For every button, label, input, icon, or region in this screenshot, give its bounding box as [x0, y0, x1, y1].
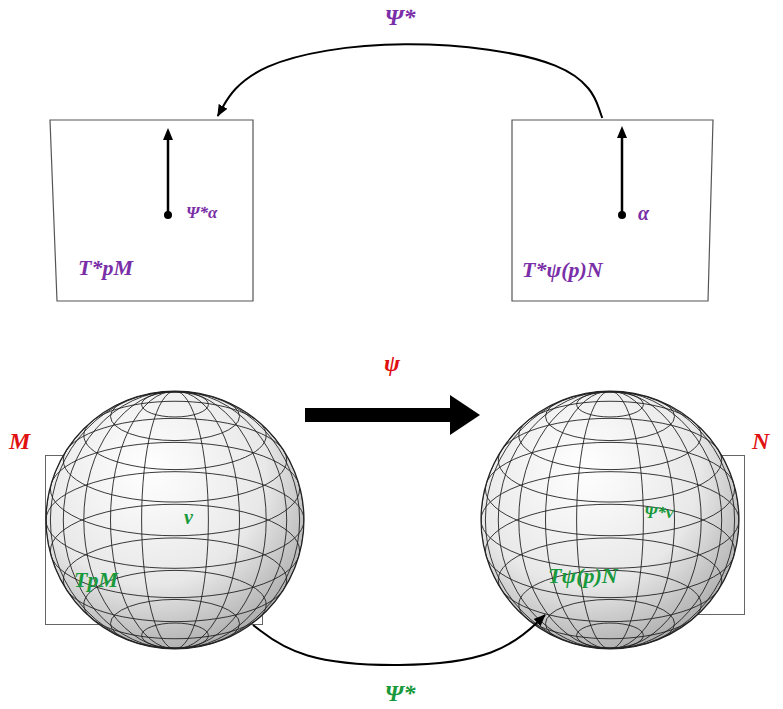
vector-head	[163, 128, 173, 140]
base-point	[618, 211, 626, 219]
space-label: TpM	[74, 568, 118, 592]
vector-label: Ψ*v	[644, 504, 674, 523]
vector-shaft	[167, 138, 170, 215]
vector-shaft	[621, 136, 624, 215]
vector-label: α	[638, 202, 649, 224]
map-label: Ψ*	[382, 4, 417, 30]
cotangent-plane: αT*ψ(p)N	[510, 118, 715, 303]
plane-outline	[50, 120, 253, 301]
map-label: Ψ*	[382, 680, 417, 706]
space-label: Tψ(p)N	[548, 564, 618, 588]
vector-label: v	[184, 506, 193, 528]
sphere-grid	[481, 391, 739, 649]
sphere-body	[46, 391, 304, 649]
manifold-sphere: vTpMM	[45, 390, 305, 650]
vector-head	[617, 126, 627, 138]
map-arrow	[305, 408, 450, 422]
sphere-figure	[480, 390, 740, 650]
map-label: ψ	[382, 350, 402, 376]
space-label: N	[752, 428, 769, 454]
space-label: T*pM	[78, 256, 133, 280]
sphere-figure	[45, 390, 305, 650]
sphere-outline	[481, 391, 739, 649]
sphere-body	[481, 391, 739, 649]
base-point	[164, 211, 172, 219]
vector-label: Ψ*α	[186, 204, 218, 223]
space-label: T*ψ(p)N	[522, 258, 603, 282]
cotangent-plane: Ψ*αT*pM	[48, 118, 255, 303]
manifold-sphere: Ψ*vTψ(p)NN	[480, 390, 740, 650]
sphere-grid	[46, 391, 304, 649]
induced-map-arrow	[253, 615, 545, 665]
vector	[617, 126, 627, 219]
space-label: M	[9, 428, 30, 454]
sphere-outline	[46, 391, 304, 649]
plane-outline	[512, 120, 713, 301]
vector	[163, 128, 173, 219]
induced-map-arrow	[218, 44, 603, 118]
